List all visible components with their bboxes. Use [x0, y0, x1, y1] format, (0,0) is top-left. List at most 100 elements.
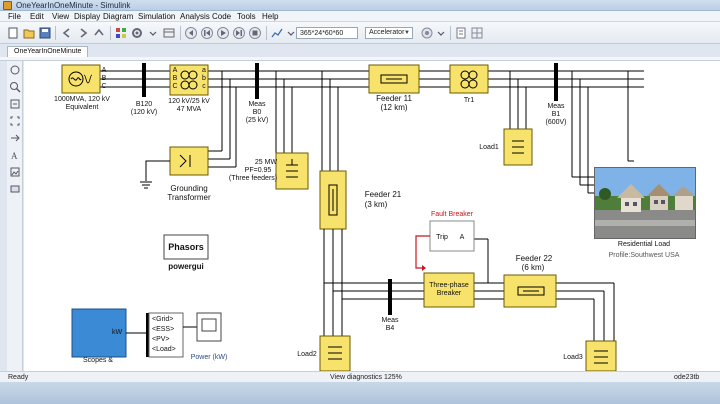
save-icon[interactable] [38, 26, 52, 40]
bus-selector-block[interactable] [148, 312, 184, 358]
feeder22-label-line2: (6 km) [521, 263, 545, 272]
source-port-b: B [101, 75, 107, 82]
load1-block[interactable] [503, 128, 533, 166]
tr1-transformer-block[interactable] [449, 64, 489, 94]
source-port-c: C [101, 83, 107, 90]
meas-b4-bus-bar[interactable] [388, 279, 392, 315]
window-title: OneYearInOneMinute - Simulink [16, 1, 131, 10]
menu-help[interactable]: Help [262, 12, 279, 21]
model-explorer-icon[interactable] [162, 26, 176, 40]
load-25mw-block[interactable] [275, 152, 309, 190]
dropdown-chevron-icon[interactable] [146, 26, 160, 40]
b120-label-line1: B120 [135, 101, 153, 108]
feeder22-label-line1: Feeder 22 [515, 254, 553, 263]
residential-load-photo[interactable] [594, 167, 696, 239]
annotation-icon[interactable]: A [9, 149, 21, 161]
fault-breaker-label: Fault Breaker [430, 211, 474, 218]
library-browser-icon[interactable] [114, 26, 128, 40]
run-play-icon[interactable] [216, 26, 230, 40]
breadcrumb [0, 57, 720, 61]
meas-b1-label-line2: B1 [551, 111, 561, 118]
powergui-label: powergui [168, 262, 204, 271]
advisor-dropdown-icon[interactable] [434, 26, 448, 40]
feeder-22-block[interactable] [503, 274, 557, 308]
load25mw-label-line1: 25 MW [254, 159, 278, 166]
stop-icon[interactable] [248, 26, 262, 40]
settings-gear-icon[interactable] [130, 26, 144, 40]
powergui-block[interactable] [163, 234, 209, 260]
new-model-icon[interactable] [6, 26, 20, 40]
xfmr-port-a-low: a [202, 67, 206, 74]
grounding-transformer-block[interactable] [169, 146, 209, 176]
main-transformer-block[interactable] [169, 64, 209, 96]
chevron-down-icon: ▼ [404, 30, 410, 36]
step-back-icon[interactable] [184, 26, 198, 40]
load1-label: Load1 [479, 144, 499, 151]
image-insert-icon[interactable] [9, 166, 21, 178]
toolbar: Accelerator ▼ [0, 22, 720, 44]
grounding-label-line2: Transformer [167, 193, 211, 202]
xfmr-port-b: B [172, 75, 178, 82]
fit-to-view-icon[interactable] [9, 98, 21, 110]
menu-simulation[interactable]: Simulation [138, 12, 176, 21]
zoom-fit-icon[interactable] [9, 115, 21, 127]
arrow-connect-icon[interactable] [9, 132, 21, 144]
zoom-in-icon[interactable] [9, 81, 21, 93]
simulation-mode-select[interactable]: Accelerator ▼ [365, 27, 413, 39]
data-inspector-icon[interactable] [270, 26, 284, 40]
feeder-11-block[interactable] [368, 64, 420, 94]
menu-display[interactable]: Display [74, 12, 101, 21]
menu-edit[interactable]: Edit [30, 12, 44, 21]
menu-diagram[interactable]: Diagram [103, 12, 134, 21]
power-scope-block[interactable] [196, 312, 222, 342]
menu-file[interactable]: File [8, 12, 21, 21]
main-transformer-label-line2: 47 MVA [176, 106, 202, 113]
residential-profile-label: Profile:Southwest USA [608, 252, 680, 259]
load3-block[interactable] [585, 340, 617, 371]
forward-arrow-icon[interactable] [76, 26, 90, 40]
os-taskbar [0, 382, 720, 404]
report-icon[interactable] [454, 26, 468, 40]
powergui-phasors-text: Phasors [168, 242, 204, 252]
meas-b0-bus-bar[interactable] [255, 63, 259, 99]
model-advisor-icon[interactable] [420, 26, 434, 40]
step-forward-icon[interactable] [232, 26, 246, 40]
grounding-label-line1: Grounding [170, 184, 208, 193]
meas-b1-bus-bar[interactable] [554, 63, 558, 101]
step-back-alt-icon[interactable] [200, 26, 214, 40]
load25mw-label-line2: PF=0.95 [244, 167, 272, 174]
bus-signal-pv: <PV> [152, 336, 170, 343]
b120-label-line2: (120 kV) [130, 109, 158, 116]
stop-time-input[interactable] [296, 27, 358, 39]
menu-tools[interactable]: Tools [237, 12, 256, 21]
menu-analysis[interactable]: Analysis [180, 12, 210, 21]
xfmr-port-b-low: b [202, 75, 206, 82]
load3-label: Load3 [563, 354, 583, 361]
up-arrow-icon[interactable] [92, 26, 106, 40]
area-icon[interactable] [9, 183, 21, 195]
bus-selector-bar[interactable] [146, 313, 149, 357]
open-folder-icon[interactable] [22, 26, 36, 40]
b120-bus-bar[interactable] [142, 63, 146, 97]
menu-code[interactable]: Code [212, 12, 232, 21]
fault-breaker-a-port: A [459, 234, 465, 241]
simulink-diagram [61, 63, 644, 371]
simulink-app-icon [3, 1, 12, 10]
three-phase-breaker-block[interactable] [423, 272, 475, 308]
scopes-subsystem-block[interactable] [71, 308, 127, 358]
three-phase-source-block[interactable] [61, 64, 101, 94]
status-diagnostics-text[interactable]: View diagnostics 125% [330, 374, 402, 381]
tab-one-year-in-one-minute[interactable]: OneYearInOneMinute [7, 46, 89, 57]
inspector-dropdown-icon[interactable] [284, 26, 298, 40]
drop-wires [208, 71, 629, 194]
feeder-21-block[interactable] [319, 170, 347, 230]
model-canvas[interactable]: 1000MVA, 120 kV Equivalent B120 (120 kV)… [24, 61, 720, 371]
hide-palette-icon[interactable] [9, 64, 21, 76]
status-ready-text: Ready [8, 374, 29, 381]
grid-view-icon[interactable] [470, 26, 484, 40]
main-transformer-label-line1: 120 kV/25 kV [168, 98, 210, 105]
menu-view[interactable]: View [52, 12, 70, 21]
fault-breaker-trip-port: Trip [436, 234, 448, 241]
load2-block[interactable] [319, 335, 351, 371]
back-arrow-icon[interactable] [60, 26, 74, 40]
